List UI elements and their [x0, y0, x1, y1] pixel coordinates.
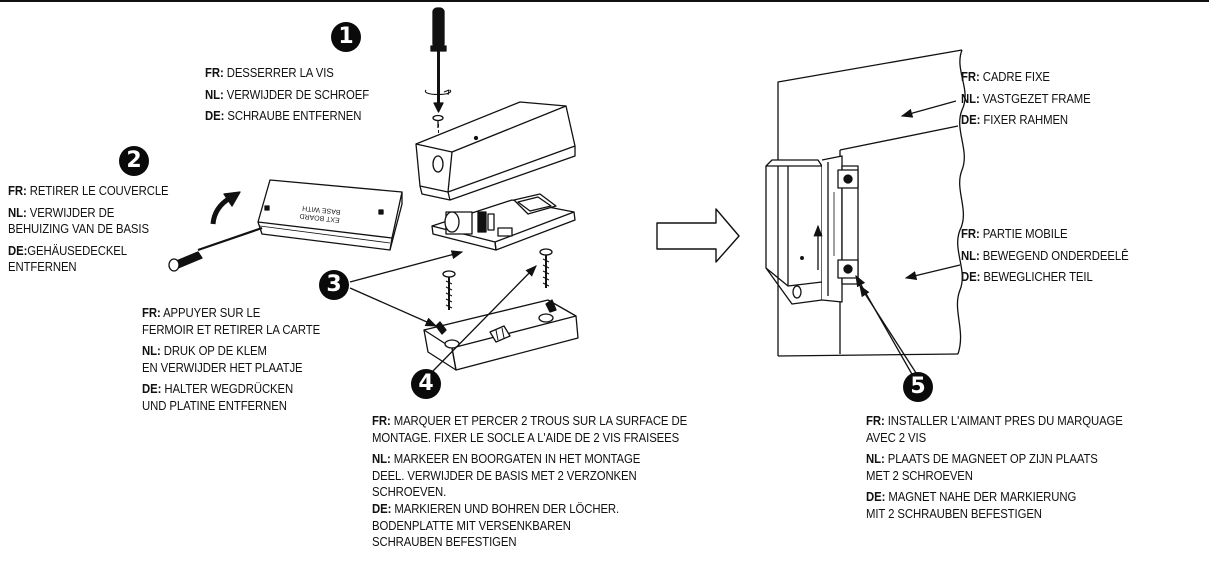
step-3-instructions: FR: APPUYER SUR LE FERMOIR ET RETIRER LA…: [142, 305, 321, 413]
sensor-housing: [765, 159, 823, 305]
next-arrow-icon: [656, 208, 740, 263]
screw-icon: [432, 114, 444, 128]
step-4-instructions: FR: MARQUER ET PERCER 2 TROUS SUR LA SUR…: [372, 413, 688, 550]
step-2-instructions: FR: RETIRER LE COUVERCLE NL: VERWIJDER D…: [8, 183, 169, 275]
top-border-line: [0, 0, 1209, 2]
step-3-badge: 3: [319, 270, 349, 300]
step-1-instructions: FR: DESSERRER LA VIS NL: VERWIJDER DE SC…: [205, 65, 370, 124]
step-5-badge: 5: [903, 372, 933, 402]
cover-housing: [415, 101, 576, 201]
circuit-board: [431, 193, 576, 251]
screwdriver-icon: [168, 226, 263, 272]
screw-icon: [442, 270, 456, 310]
step-4-badge: 4: [411, 369, 441, 399]
magnet-unit: [813, 155, 859, 303]
step-1-badge: 1: [331, 22, 361, 52]
base-box: [257, 179, 403, 251]
step-5-instructions: FR: INSTALLER L'AIMANT PRES DU MARQUAGE …: [866, 413, 1123, 521]
door-frame: [777, 49, 966, 357]
screwdriver-icon: [425, 7, 451, 150]
screw-icon: [539, 248, 553, 288]
moving-part-label: FR: PARTIE MOBILE NL: BEWEGEND ONDERDEEL…: [961, 226, 1129, 285]
fixed-frame-label: FR: CADRE FIXE NL: VASTGEZET FRAME DE: F…: [961, 69, 1091, 128]
base-plate: [423, 299, 579, 371]
step-2-badge: 2: [119, 146, 149, 176]
